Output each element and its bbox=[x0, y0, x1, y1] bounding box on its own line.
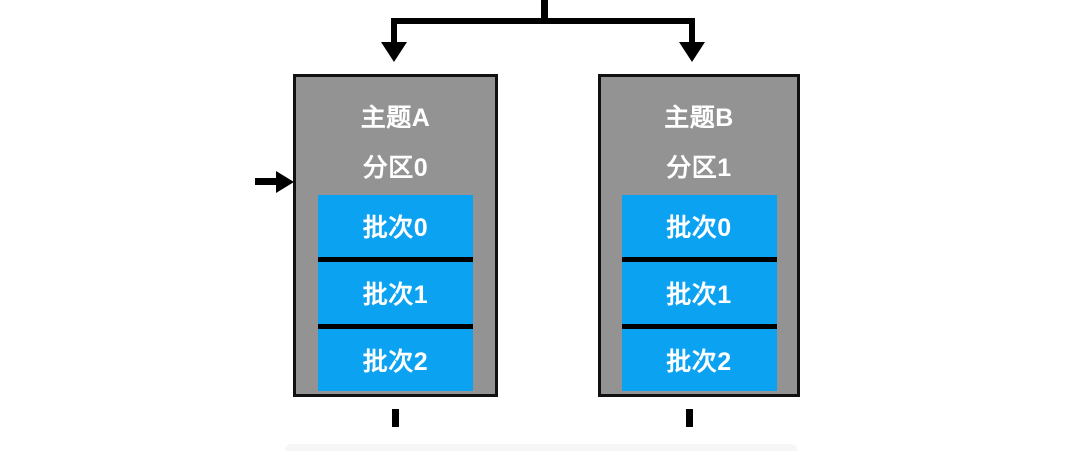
branch-right-vertical-line bbox=[689, 18, 695, 44]
partition-label-a: 分区0 bbox=[362, 154, 429, 182]
batch-item[interactable]: 批次0 bbox=[318, 195, 473, 257]
batch-item[interactable]: 批次1 bbox=[621, 257, 777, 324]
topic-label-b: 主题B bbox=[664, 104, 734, 132]
trunk-vertical-line bbox=[541, 0, 548, 22]
partition-label-b: 分区1 bbox=[666, 154, 732, 182]
batch-stack-a: 批次0 批次1 批次2 bbox=[318, 195, 473, 391]
batch-item[interactable]: 批次2 bbox=[621, 324, 777, 391]
batch-stack-b: 批次0 批次1 批次2 bbox=[621, 195, 777, 391]
topic-label-a: 主题A bbox=[360, 104, 431, 132]
inbound-arrowhead-icon bbox=[276, 171, 294, 193]
branch-left-vertical-line bbox=[391, 18, 397, 44]
topic-panel-a[interactable]: 主题A 分区0 批次0 批次1 批次2 bbox=[293, 74, 498, 397]
bottom-plate bbox=[285, 444, 797, 451]
inbound-arrow-shaft bbox=[255, 178, 287, 185]
branch-right-arrowhead-icon bbox=[679, 42, 705, 62]
batch-item[interactable]: 批次2 bbox=[318, 324, 473, 391]
outbound-stub-a bbox=[392, 409, 399, 427]
branch-horizontal-line bbox=[391, 18, 695, 24]
branch-left-arrowhead-icon bbox=[381, 42, 407, 62]
outbound-stub-b bbox=[686, 409, 693, 427]
batch-item[interactable]: 批次0 bbox=[621, 195, 777, 257]
topic-panel-b[interactable]: 主题B 分区1 批次0 批次1 批次2 bbox=[598, 74, 800, 397]
batch-item[interactable]: 批次1 bbox=[318, 257, 473, 324]
